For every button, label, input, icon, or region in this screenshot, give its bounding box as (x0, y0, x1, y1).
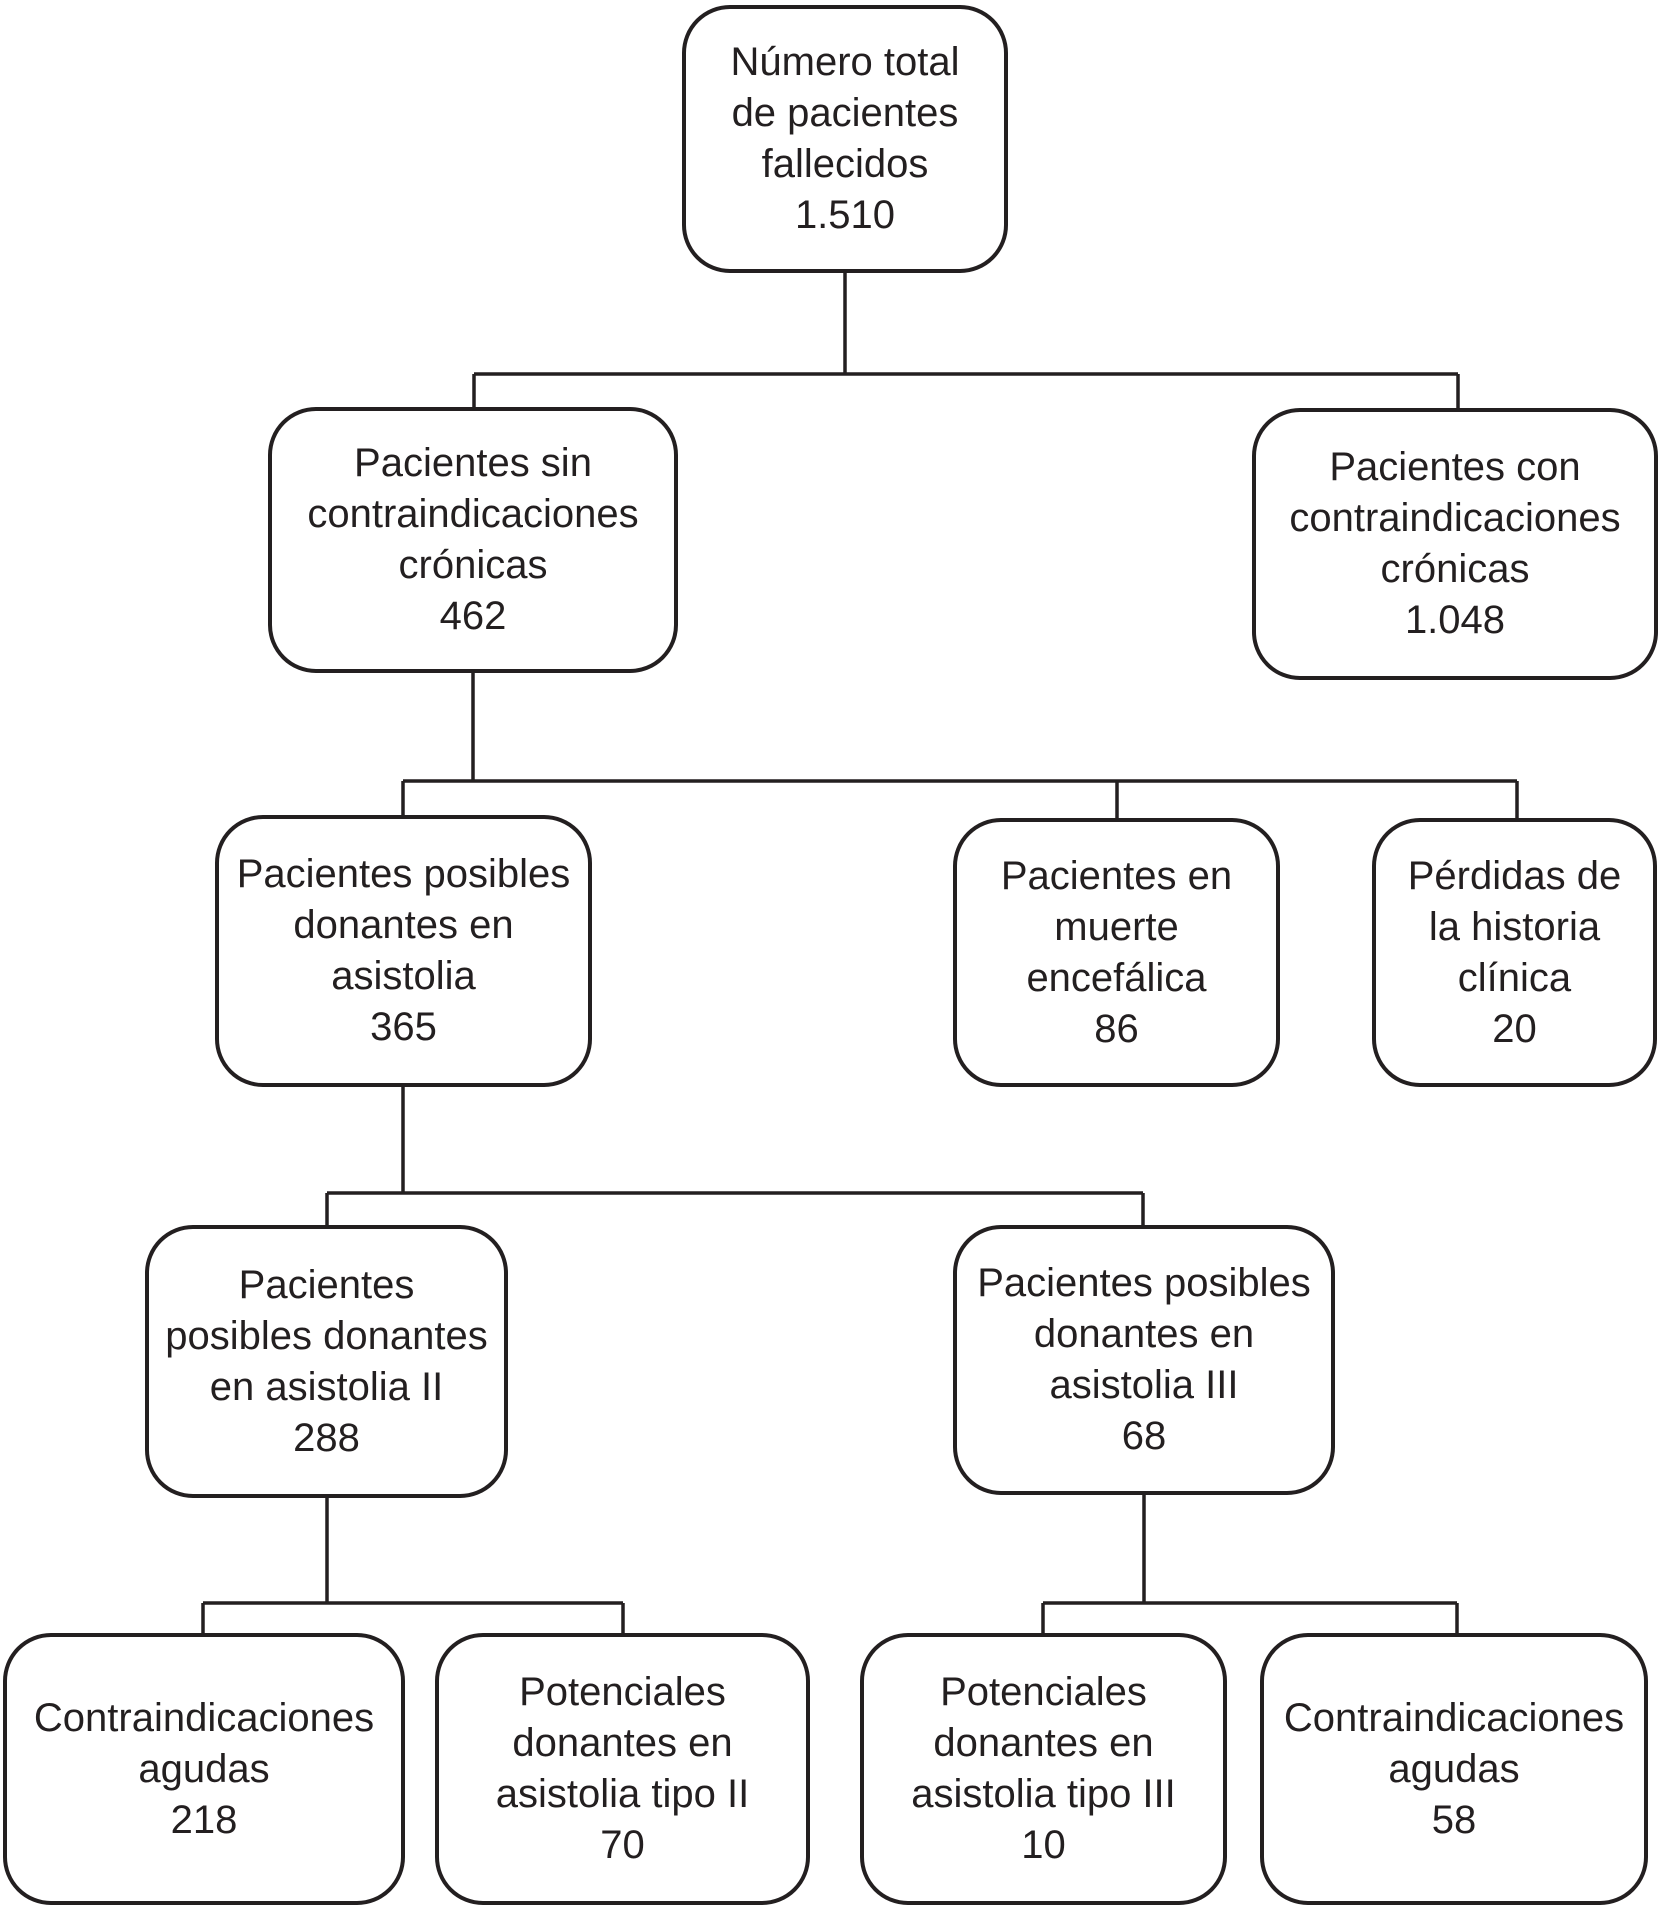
node-potenciales-tipo-ii: Potenciales donantes en asistolia tipo I… (435, 1633, 810, 1905)
node-posibles-asistolia-ii-label: Pacientes posibles donantes en asistolia… (165, 1262, 488, 1409)
node-posibles-asistolia-value: 365 (370, 1005, 437, 1049)
node-contraindicaciones-agudas-iii: Contraindicaciones agudas 58 (1260, 1633, 1648, 1905)
node-potenciales-tipo-ii-label: Potenciales donantes en asistolia tipo I… (495, 1670, 750, 1816)
node-potenciales-tipo-iii-label: Potenciales donantes en asistolia tipo I… (911, 1670, 1176, 1816)
node-sin-contraindicaciones-value: 462 (439, 594, 507, 638)
node-contraindicaciones-agudas-ii: Contraindicaciones agudas 218 (3, 1633, 405, 1905)
node-con-contraindicaciones: Pacientes con contraindicaciones crónica… (1252, 408, 1658, 680)
connector-level4-right-split (1041, 1493, 1459, 1635)
node-posibles-asistolia-ii: Pacientes posibles donantes en asistolia… (145, 1225, 508, 1498)
node-contraindicaciones-agudas-ii-label: Contraindicaciones agudas (33, 1695, 375, 1791)
node-perdidas-historia: Pérdidas de la historia clínica 20 (1372, 818, 1657, 1087)
node-muerte-encefalica-value: 86 (1094, 1006, 1139, 1051)
node-contraindicaciones-agudas-iii-value: 58 (1431, 1797, 1477, 1842)
node-con-contraindicaciones-label: Pacientes con contraindicaciones crónica… (1289, 445, 1621, 591)
node-muerte-encefalica: Pacientes en muerte encefálica 86 (953, 818, 1280, 1087)
node-perdidas-historia-value: 20 (1492, 1006, 1537, 1051)
node-sin-contraindicaciones: Pacientes sin contraindicaciones crónica… (268, 407, 678, 673)
node-contraindicaciones-agudas-ii-value: 218 (170, 1797, 238, 1842)
node-posibles-asistolia-iii-value: 68 (1121, 1414, 1167, 1458)
connector-level1-split (472, 271, 1460, 410)
node-total-fallecidos-label: Número total de pacientes fallecidos (730, 40, 960, 186)
connector-level2-split (401, 671, 1519, 820)
node-total-fallecidos: Número total de pacientes fallecidos 1.5… (682, 5, 1008, 273)
connector-level4-left-split (201, 1496, 625, 1635)
node-potenciales-tipo-iii-value: 10 (1021, 1823, 1066, 1867)
connector-level3-split (325, 1085, 1145, 1227)
node-posibles-asistolia-ii-value: 288 (293, 1415, 360, 1460)
node-contraindicaciones-agudas-iii-label: Contraindicaciones agudas (1283, 1695, 1625, 1791)
node-potenciales-tipo-ii-value: 70 (600, 1823, 645, 1867)
node-sin-contraindicaciones-label: Pacientes sin contraindicaciones crónica… (307, 441, 639, 587)
node-perdidas-historia-label: Pérdidas de la historia clínica (1407, 853, 1622, 1000)
node-posibles-asistolia: Pacientes posibles donantes en asistolia… (215, 815, 592, 1087)
node-posibles-asistolia-iii-label: Pacientes posibles donantes en asistolia… (977, 1261, 1311, 1407)
node-con-contraindicaciones-value: 1.048 (1404, 598, 1506, 642)
node-potenciales-tipo-iii: Potenciales donantes en asistolia tipo I… (860, 1633, 1227, 1905)
node-posibles-asistolia-label: Pacientes posibles donantes en asistolia (236, 852, 571, 998)
node-posibles-asistolia-iii: Pacientes posibles donantes en asistolia… (953, 1225, 1335, 1495)
node-total-fallecidos-value: 1.510 (794, 193, 896, 237)
node-muerte-encefalica-label: Pacientes en muerte encefálica (1000, 853, 1233, 1000)
